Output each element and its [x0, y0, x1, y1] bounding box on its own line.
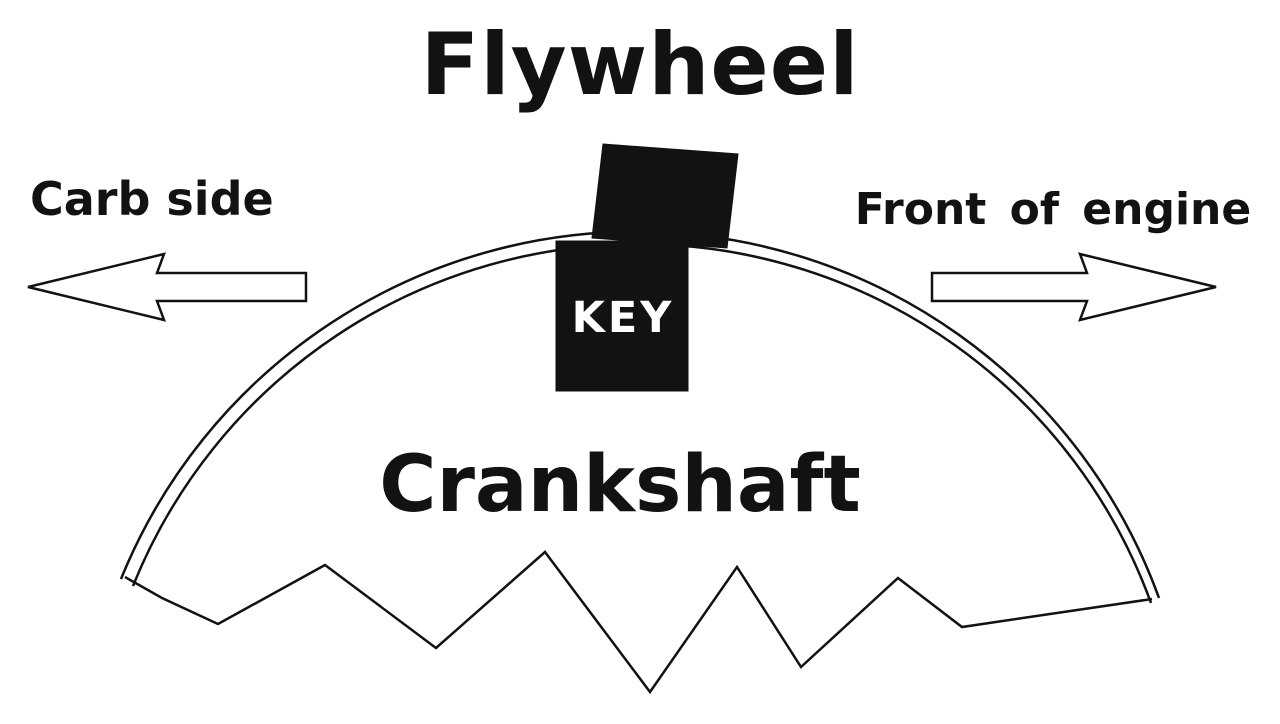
key-upper-block: [591, 143, 739, 249]
key-label: KEY: [571, 293, 675, 343]
crankshaft-broken-edge-zigzag: [124, 550, 1153, 695]
key-lower-block: [555, 240, 689, 392]
front-of-engine-label: Front of engine: [854, 184, 1252, 235]
right-arrow: [930, 252, 1217, 322]
crankshaft-label: Crankshaft: [379, 440, 861, 530]
diagram-title: Flywheel: [420, 15, 860, 115]
carb-side-label: Carb side: [30, 172, 274, 226]
left-arrow: [27, 252, 308, 322]
